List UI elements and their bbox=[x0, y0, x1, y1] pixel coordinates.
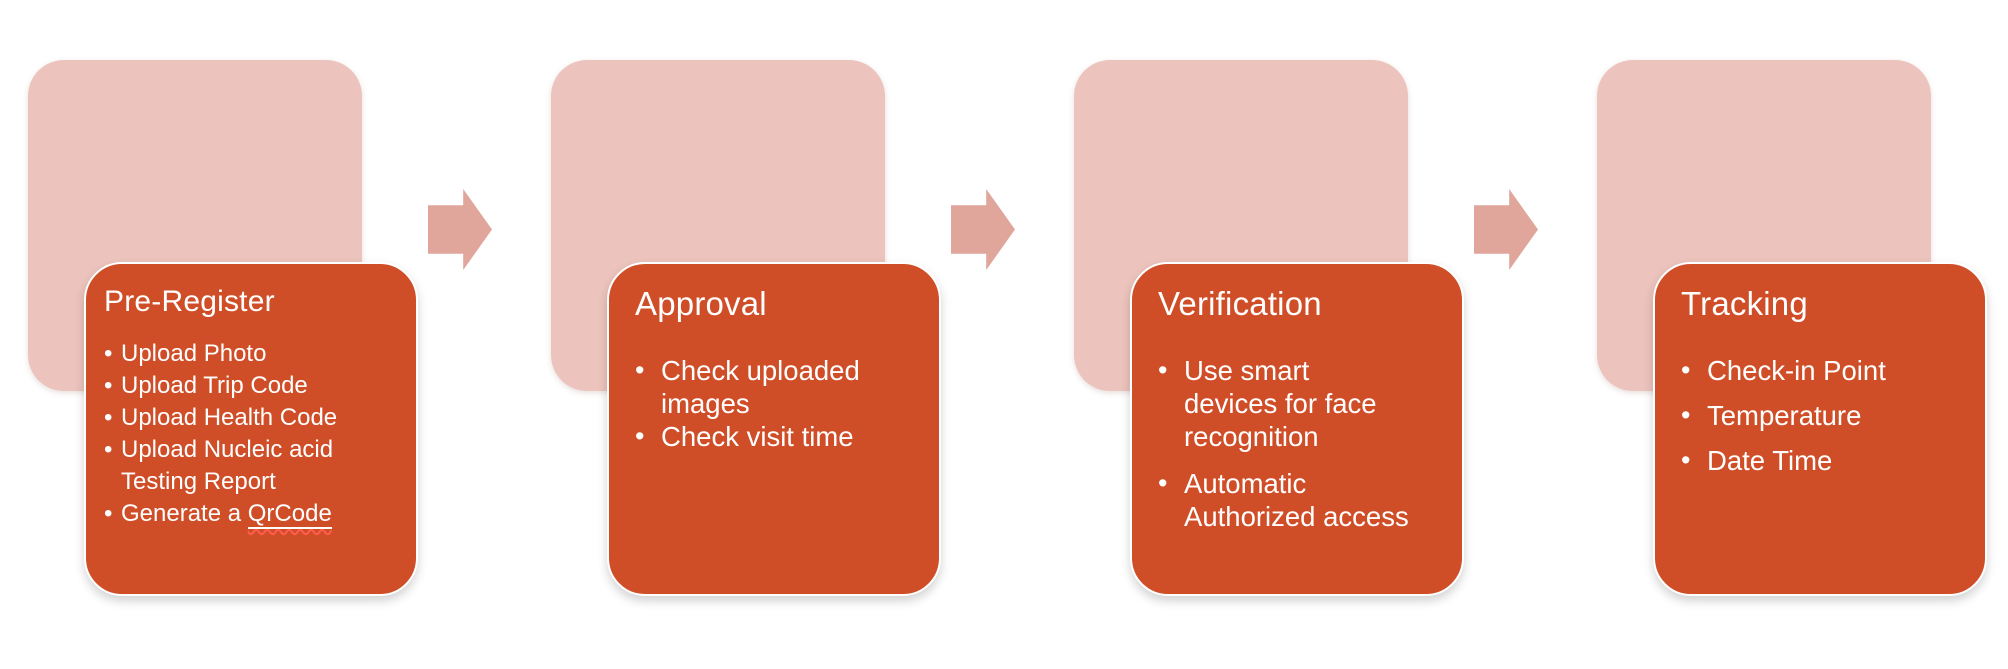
misspelled-underlined-word: QrCode bbox=[247, 499, 332, 529]
bullet-marker: • bbox=[104, 339, 113, 367]
bullet-line: Check-in Point bbox=[1707, 355, 1886, 387]
bullet-line: Upload Trip Code bbox=[121, 371, 308, 399]
bullet-marker: • bbox=[104, 435, 113, 463]
bullet-line: Use smart bbox=[1184, 355, 1310, 387]
bullet-text: Generate a QrCode bbox=[121, 498, 404, 530]
bullet-line: Date Time bbox=[1707, 445, 1833, 477]
bullet-marker: • bbox=[1681, 445, 1691, 476]
bullet-line: Upload Health Code bbox=[121, 403, 338, 431]
step-title: Approval bbox=[635, 285, 767, 322]
right-block-arrow bbox=[1474, 189, 1538, 270]
bullet-marker: • bbox=[1681, 400, 1691, 431]
bullet-marker: • bbox=[635, 355, 645, 386]
bullet-list: • Check-in Point • Temperature • Date Time bbox=[1681, 354, 1967, 477]
bullet-line: Testing Report bbox=[121, 467, 276, 495]
step-card: Pre-Register • Upload Photo • Upload Trip C… bbox=[84, 262, 418, 596]
bullet-item: • Temperature bbox=[1681, 399, 1967, 432]
bullet-text: Upload Health Code bbox=[121, 402, 404, 434]
step-title: Verification bbox=[1158, 285, 1322, 322]
bullet-line: Upload Photo bbox=[121, 339, 267, 367]
bullet-line: Automatic bbox=[1184, 468, 1307, 500]
bullet-marker: • bbox=[1681, 355, 1691, 386]
bullet-item: • Date Time bbox=[1681, 444, 1967, 477]
bullet-line: Check visit time bbox=[661, 421, 854, 453]
bullet-line: Authorized access bbox=[1184, 501, 1409, 533]
bullet-item: • Upload Photo bbox=[104, 338, 404, 370]
bullet-marker: • bbox=[104, 403, 113, 431]
bullet-text: Upload Trip Code bbox=[121, 370, 404, 402]
bullet-item: • Upload Health Code bbox=[104, 402, 404, 434]
bullet-line: Generate a QrCode bbox=[121, 499, 332, 529]
bullet-line: recognition bbox=[1184, 421, 1319, 453]
bullet-line: images bbox=[661, 388, 750, 420]
bullet-line: Temperature bbox=[1707, 400, 1862, 432]
bullet-marker: • bbox=[104, 371, 113, 399]
bullet-line: devices for face bbox=[1184, 388, 1377, 420]
bullet-item: • Generate a QrCode bbox=[104, 498, 404, 530]
bullet-text: Check visit time bbox=[661, 420, 921, 453]
bullet-marker: • bbox=[1158, 468, 1168, 499]
bullet-text: Temperature bbox=[1707, 399, 1967, 432]
right-block-arrow bbox=[951, 189, 1015, 270]
bullet-marker: • bbox=[1158, 355, 1168, 386]
bullet-text: Date Time bbox=[1707, 444, 1967, 477]
bullet-text: Upload Photo bbox=[121, 338, 404, 370]
bullet-text: Check-in Point bbox=[1707, 354, 1967, 387]
bullet-list: • Upload Photo • Upload Trip Code • Upload He… bbox=[104, 338, 404, 530]
bullet-marker: • bbox=[104, 499, 113, 527]
bullet-marker: • bbox=[635, 421, 645, 452]
bullet-item: • Upload Trip Code bbox=[104, 370, 404, 402]
bullet-line: Check uploaded bbox=[661, 355, 860, 387]
bullet-line: Upload Nucleic acid bbox=[121, 435, 334, 463]
step-title: Pre-Register bbox=[104, 285, 275, 318]
step-group-tracking: Tracking • Check-in Point • Temperature • Dat… bbox=[1569, 0, 2008, 669]
right-block-arrow bbox=[428, 189, 492, 270]
step-title: Tracking bbox=[1681, 285, 1808, 322]
bullet-item: • Check visit time bbox=[635, 420, 921, 453]
bullet-item: • Check-in Point bbox=[1681, 354, 1967, 387]
step-group-pre-register: Pre-Register • Upload Photo • Upload Trip C… bbox=[0, 0, 520, 669]
step-card: Tracking • Check-in Point • Temperature • Dat… bbox=[1653, 262, 1987, 596]
